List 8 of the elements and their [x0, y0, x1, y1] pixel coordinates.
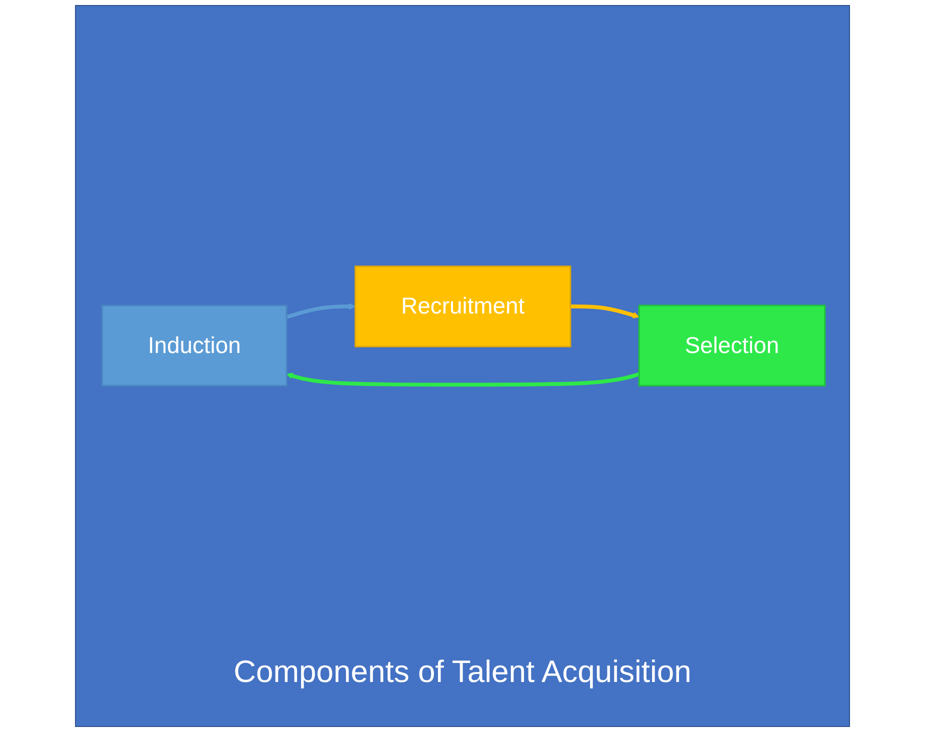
caption: Components of Talent Acquisition: [232, 654, 692, 690]
node-box: [354, 266, 572, 348]
arrow: [286, 372, 640, 387]
arrow: [286, 303, 356, 319]
arrow: [570, 304, 640, 318]
node-box: [638, 304, 826, 386]
node-box: [101, 304, 288, 386]
slide-background: Induction Recruitment Selection Components of Talent Acquisition: [75, 5, 850, 727]
